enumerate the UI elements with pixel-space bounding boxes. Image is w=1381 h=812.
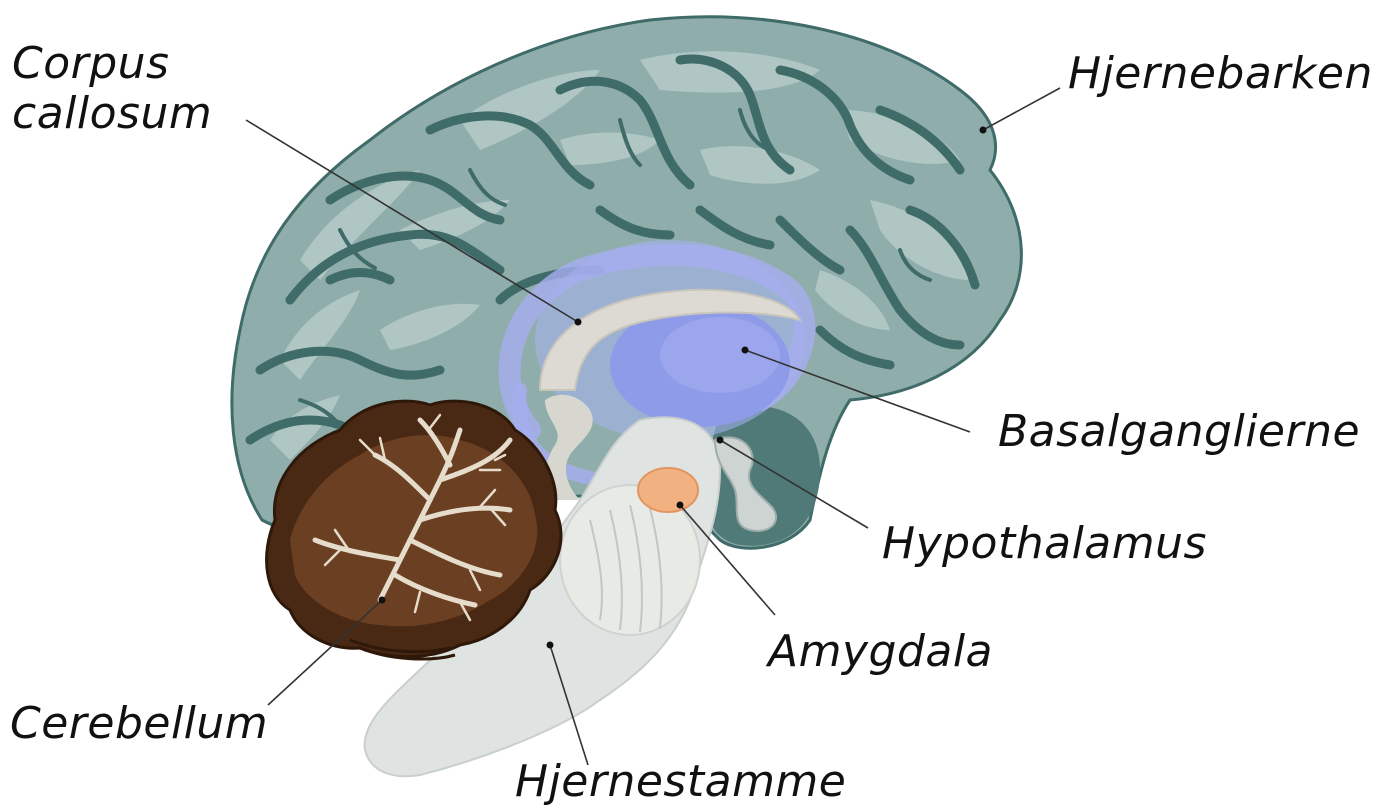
label-corpus-callosum-line2: callosum bbox=[12, 92, 212, 136]
label-hypothalamus: Hypothalamus bbox=[882, 522, 1207, 566]
label-hjernestamme: Hjernestamme bbox=[515, 760, 846, 804]
label-hjernebarken: Hjernebarken bbox=[1068, 52, 1373, 96]
label-cerebellum: Cerebellum bbox=[10, 702, 268, 746]
label-amygdala: Amygdala bbox=[768, 630, 993, 674]
label-corpus-callosum-line1: Corpus bbox=[12, 42, 169, 86]
leader-hjernebarken bbox=[983, 88, 1060, 130]
label-basalganglierne: Basalganglierne bbox=[998, 410, 1360, 454]
amygdala-shape bbox=[638, 468, 698, 512]
